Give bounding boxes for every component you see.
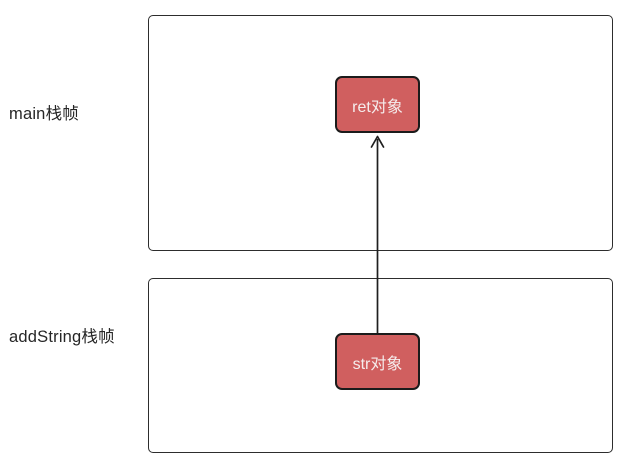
str-object-box: str对象	[335, 333, 420, 390]
str-object-label: str对象	[352, 355, 403, 373]
ret-object-box: ret对象	[335, 76, 420, 133]
main-frame-rect	[148, 15, 613, 251]
addstring-frame-label: addString栈帧	[9, 328, 115, 346]
ret-object-label: ret对象	[352, 98, 403, 116]
main-frame-label: main栈帧	[9, 105, 79, 123]
